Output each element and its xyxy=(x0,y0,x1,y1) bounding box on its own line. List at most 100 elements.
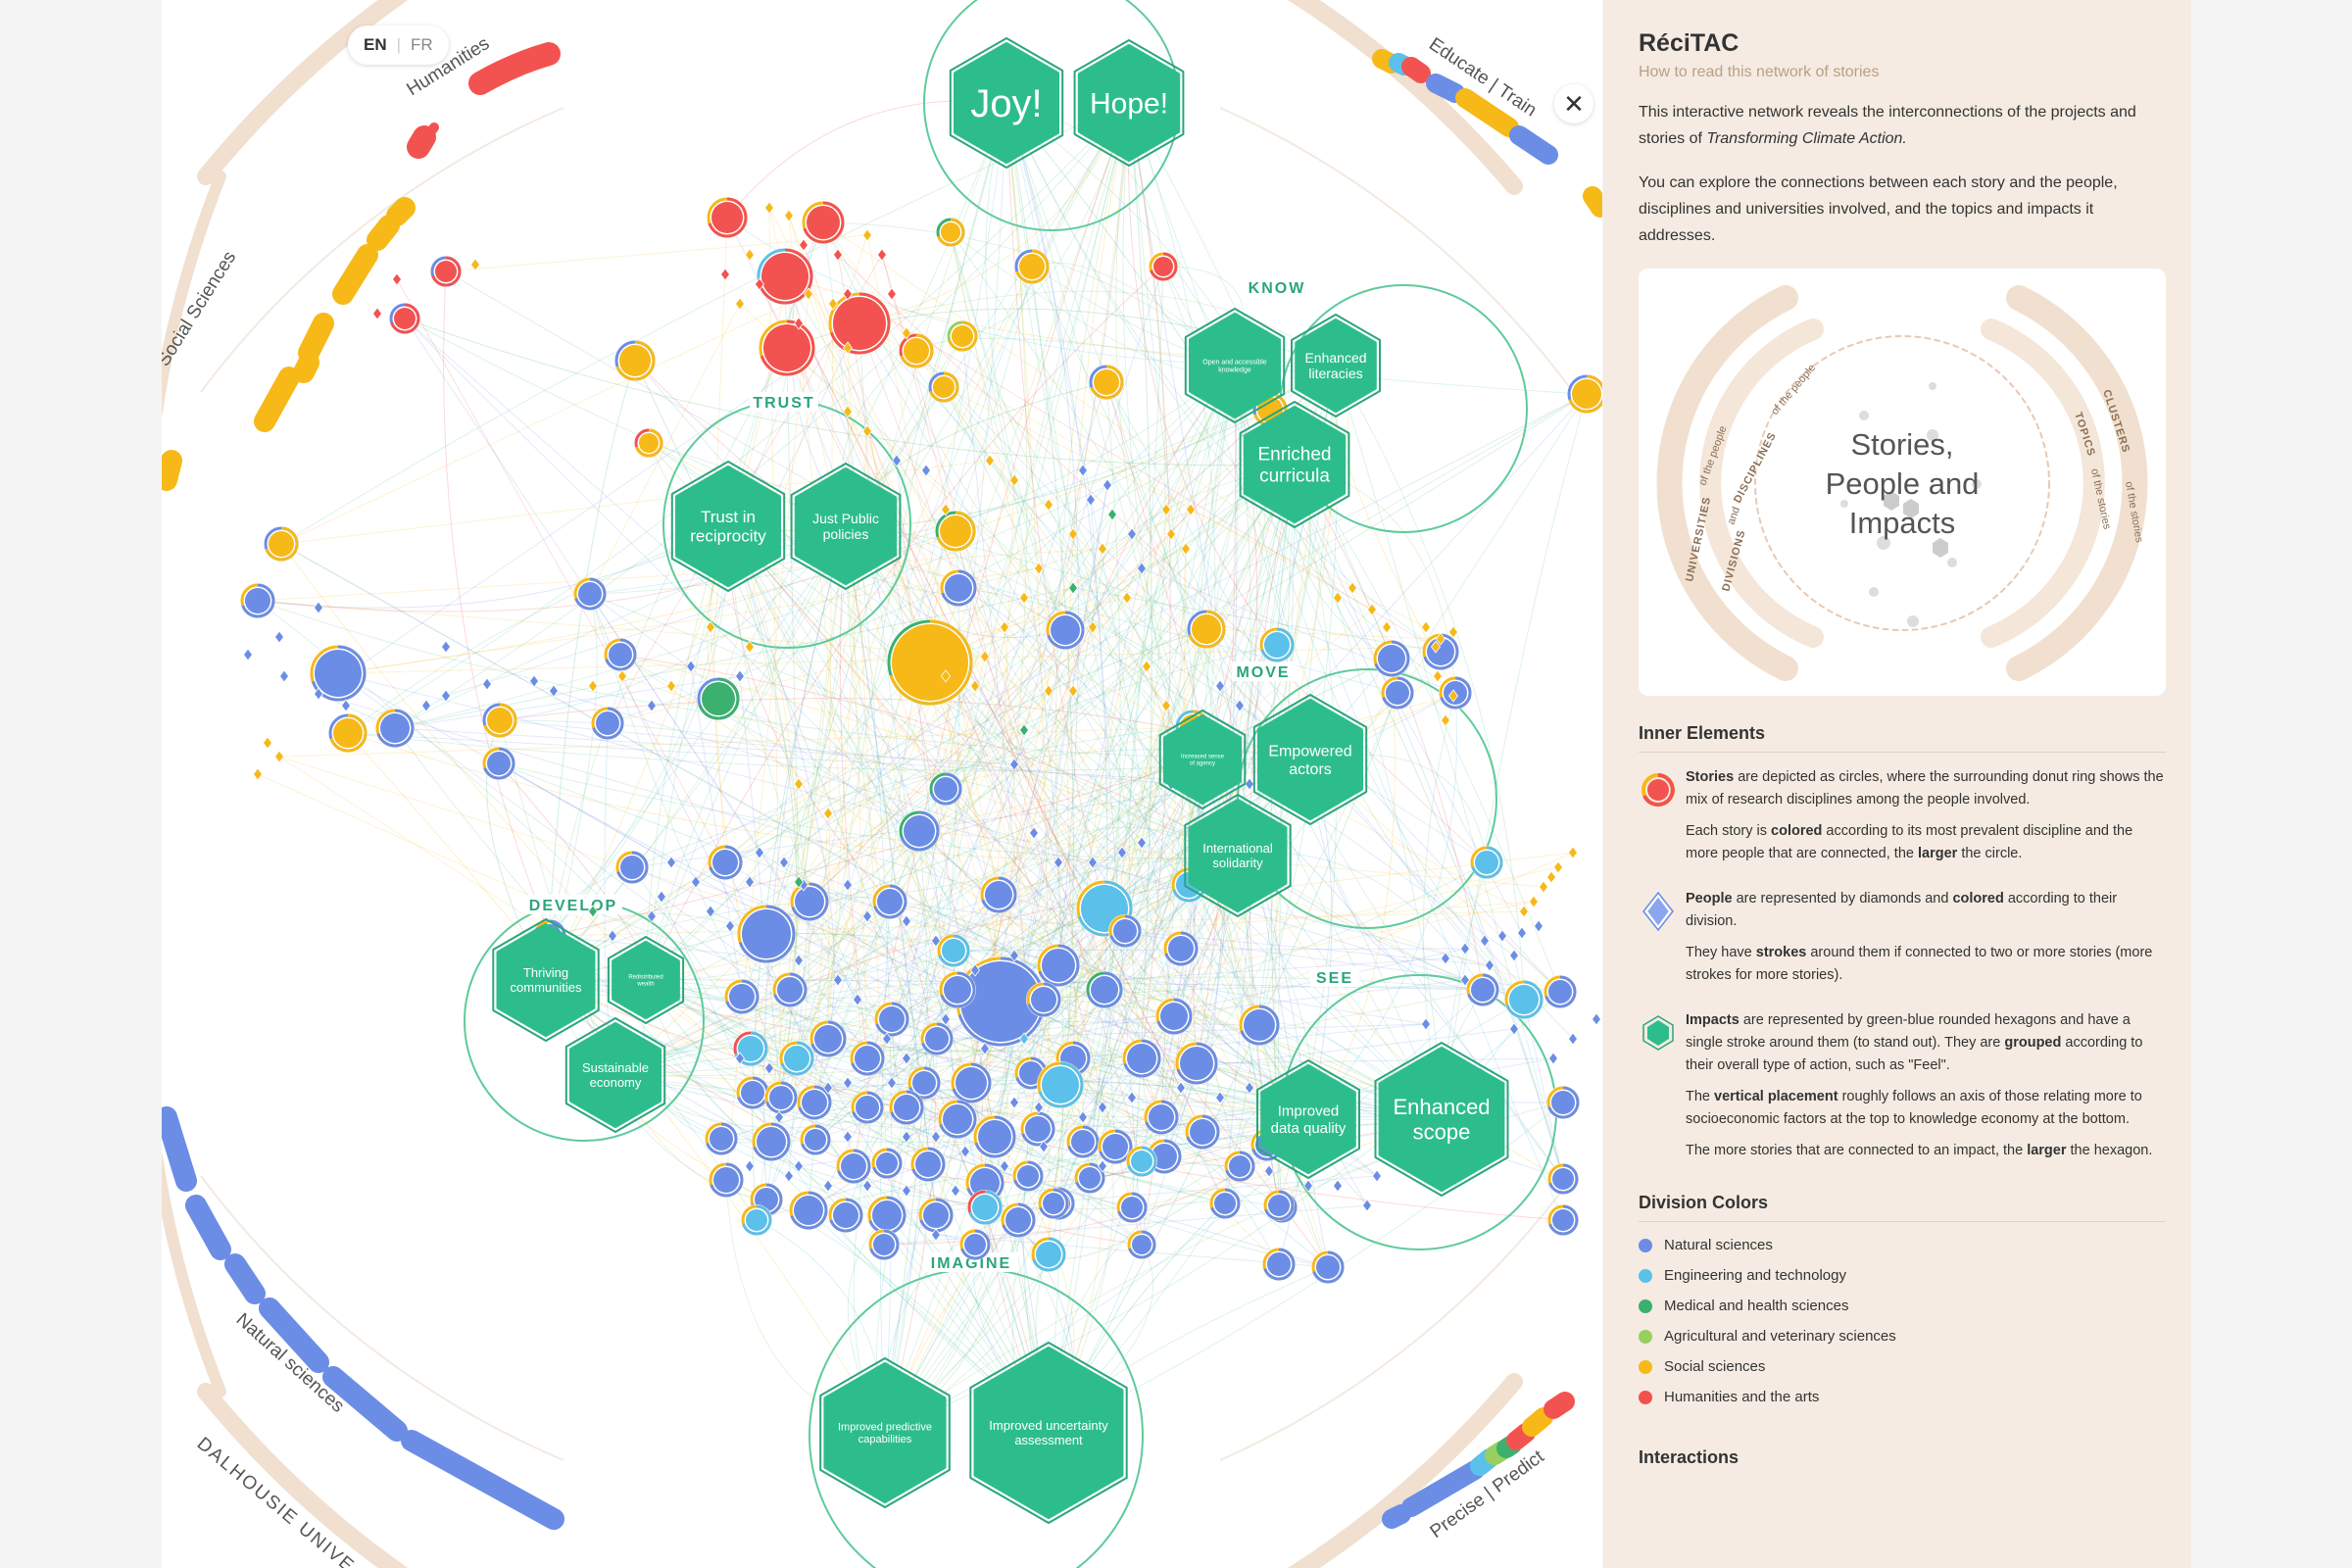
network-visualization[interactable]: Humanities Social Sciences Natural scien… xyxy=(162,0,1602,1568)
person-diamond[interactable] xyxy=(941,669,951,683)
story-node[interactable] xyxy=(947,320,978,352)
division-item[interactable]: Natural sciences xyxy=(1639,1230,2166,1260)
story-node[interactable] xyxy=(1504,980,1544,1019)
story-node[interactable] xyxy=(1108,914,1142,948)
person-diamond[interactable] xyxy=(970,963,980,977)
person-diamond[interactable] xyxy=(931,1228,941,1242)
person-diamond[interactable] xyxy=(794,317,804,330)
person-diamond[interactable] xyxy=(1044,498,1054,512)
person-diamond[interactable] xyxy=(1029,826,1039,840)
story-nodes[interactable] xyxy=(240,197,1602,1284)
person-diamond[interactable] xyxy=(1460,942,1470,956)
person-diamond[interactable] xyxy=(882,1032,892,1046)
story-node[interactable] xyxy=(604,638,637,671)
person-diamond[interactable] xyxy=(843,405,853,418)
impact-hope[interactable]: Hope! xyxy=(1073,39,1185,167)
person-diamond[interactable] xyxy=(1215,1091,1225,1104)
story-node[interactable] xyxy=(1262,1248,1296,1281)
person-diamond[interactable] xyxy=(1215,679,1225,693)
person-diamond[interactable] xyxy=(1142,660,1152,673)
division-item[interactable]: Social sciences xyxy=(1639,1351,2166,1382)
person-diamond[interactable] xyxy=(1372,1169,1382,1183)
story-node[interactable] xyxy=(1567,374,1602,414)
person-diamond[interactable] xyxy=(1019,591,1029,605)
story-node[interactable] xyxy=(789,1191,828,1230)
story-node[interactable] xyxy=(1126,1146,1157,1177)
story-node[interactable] xyxy=(867,1196,906,1235)
story-node[interactable] xyxy=(724,979,760,1014)
person-diamond[interactable] xyxy=(1000,620,1009,634)
person-diamond[interactable] xyxy=(1546,870,1556,884)
story-node[interactable] xyxy=(1127,1230,1156,1259)
person-diamond[interactable] xyxy=(853,993,862,1006)
person-diamond[interactable] xyxy=(441,640,451,654)
story-node[interactable] xyxy=(1175,1042,1218,1085)
person-diamond[interactable] xyxy=(1529,895,1539,908)
story-node[interactable] xyxy=(1074,1162,1105,1194)
person-diamond[interactable] xyxy=(1034,562,1044,575)
person-diamond[interactable] xyxy=(1509,949,1519,962)
person-diamond[interactable] xyxy=(1517,926,1527,940)
person-diamond[interactable] xyxy=(794,777,804,791)
person-diamond[interactable] xyxy=(1137,836,1147,850)
person-diamond[interactable] xyxy=(647,909,657,923)
person-diamond[interactable] xyxy=(862,909,872,923)
person-diamond[interactable] xyxy=(779,856,789,869)
story-node[interactable] xyxy=(328,713,368,753)
person-diamond[interactable] xyxy=(1264,1164,1274,1178)
person-diamond[interactable] xyxy=(794,954,804,967)
person-diamond[interactable] xyxy=(1441,713,1450,727)
story-node[interactable] xyxy=(1031,1237,1066,1272)
precise-predict-arc[interactable] xyxy=(1382,1392,1575,1529)
person-diamond[interactable] xyxy=(784,1169,794,1183)
story-node[interactable] xyxy=(809,1020,847,1057)
person-diamond[interactable] xyxy=(862,1179,872,1193)
person-diamond[interactable] xyxy=(470,258,480,271)
person-diamond[interactable] xyxy=(931,1130,941,1144)
person-diamond[interactable] xyxy=(314,601,323,614)
story-node[interactable] xyxy=(1466,973,1499,1006)
story-node[interactable] xyxy=(772,972,808,1007)
story-node[interactable] xyxy=(709,1162,744,1198)
story-node[interactable] xyxy=(889,1090,924,1125)
story-node[interactable] xyxy=(1224,1151,1255,1182)
person-diamond[interactable] xyxy=(657,890,666,904)
natural-sciences-arc[interactable] xyxy=(162,1106,564,1530)
story-node[interactable] xyxy=(937,934,970,967)
person-diamond[interactable] xyxy=(1539,880,1548,894)
person-diamond[interactable] xyxy=(1102,478,1112,492)
person-diamond[interactable] xyxy=(1009,1096,1019,1109)
person-diamond[interactable] xyxy=(1592,1012,1601,1026)
story-node[interactable] xyxy=(708,845,743,880)
person-diamond[interactable] xyxy=(1019,1032,1029,1046)
story-node[interactable] xyxy=(871,1148,903,1179)
story-node[interactable] xyxy=(591,707,624,740)
story-node[interactable] xyxy=(764,1081,798,1114)
story-node[interactable] xyxy=(705,1122,738,1155)
person-diamond[interactable] xyxy=(833,248,843,262)
person-diamond[interactable] xyxy=(279,669,289,683)
story-node[interactable] xyxy=(790,882,829,921)
story-node[interactable] xyxy=(851,1091,884,1124)
story-node[interactable] xyxy=(980,876,1017,913)
person-diamond[interactable] xyxy=(1098,542,1107,556)
person-diamond[interactable] xyxy=(392,272,402,286)
story-node[interactable] xyxy=(264,526,299,562)
person-diamond[interactable] xyxy=(1553,860,1563,874)
person-diamond[interactable] xyxy=(274,750,284,763)
person-diamond[interactable] xyxy=(1044,684,1054,698)
person-diamond[interactable] xyxy=(1568,1032,1578,1046)
story-node[interactable] xyxy=(737,905,796,963)
person-diamond[interactable] xyxy=(1382,620,1392,634)
person-diamond[interactable] xyxy=(341,699,351,712)
person-diamond[interactable] xyxy=(862,228,872,242)
story-node[interactable] xyxy=(1149,252,1178,281)
person-diamond[interactable] xyxy=(794,875,804,889)
